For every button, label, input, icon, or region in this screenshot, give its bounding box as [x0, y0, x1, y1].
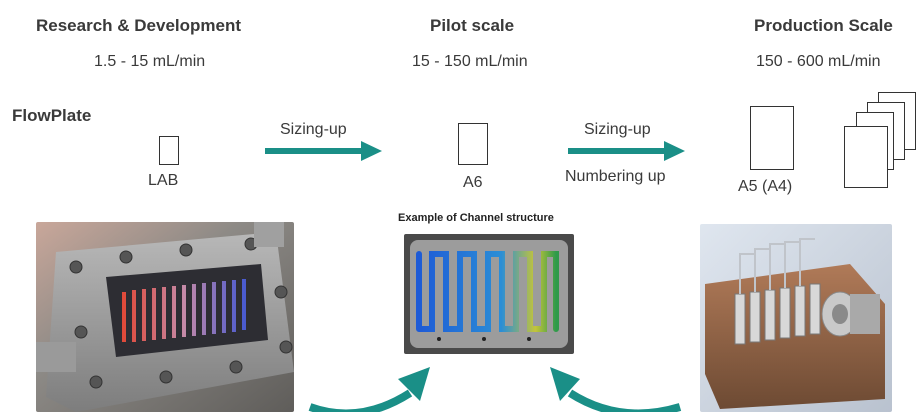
flowplate-label: FlowPlate [12, 106, 92, 125]
lab-plate-icon [159, 136, 179, 165]
a5-plate-icon [750, 106, 794, 170]
production-rate: 150 - 600 mL/min [756, 53, 881, 70]
sizing-up-arrow-1 [265, 141, 382, 161]
pilot-title: Pilot scale [430, 16, 515, 35]
channel-structure-photo [404, 234, 574, 354]
curved-arrow-right-icon [550, 367, 682, 412]
sizing-up-label-1: Sizing-up [280, 121, 347, 138]
sizing-up-arrow-2 [568, 141, 685, 161]
curved-arrow-left-icon [308, 367, 430, 412]
numbering-up-label: Numbering up [565, 168, 666, 185]
a5-plate-label: A5 (A4) [738, 178, 793, 195]
production-title: Production Scale [754, 16, 893, 35]
pilot-rate: 15 - 150 mL/min [412, 53, 528, 70]
sizing-up-label-2: Sizing-up [584, 121, 651, 138]
production-module-photo [700, 224, 892, 412]
a6-plate-label: A6 [463, 174, 483, 191]
stacked-plate-icon-1 [844, 126, 888, 188]
rd-title: Research & Development [36, 16, 242, 35]
lab-reactor-photo [36, 222, 294, 412]
lab-plate-label: LAB [148, 172, 179, 189]
a6-plate-icon [458, 123, 488, 165]
channel-caption: Example of Channel structure [398, 212, 554, 224]
rd-rate: 1.5 - 15 mL/min [94, 53, 206, 70]
